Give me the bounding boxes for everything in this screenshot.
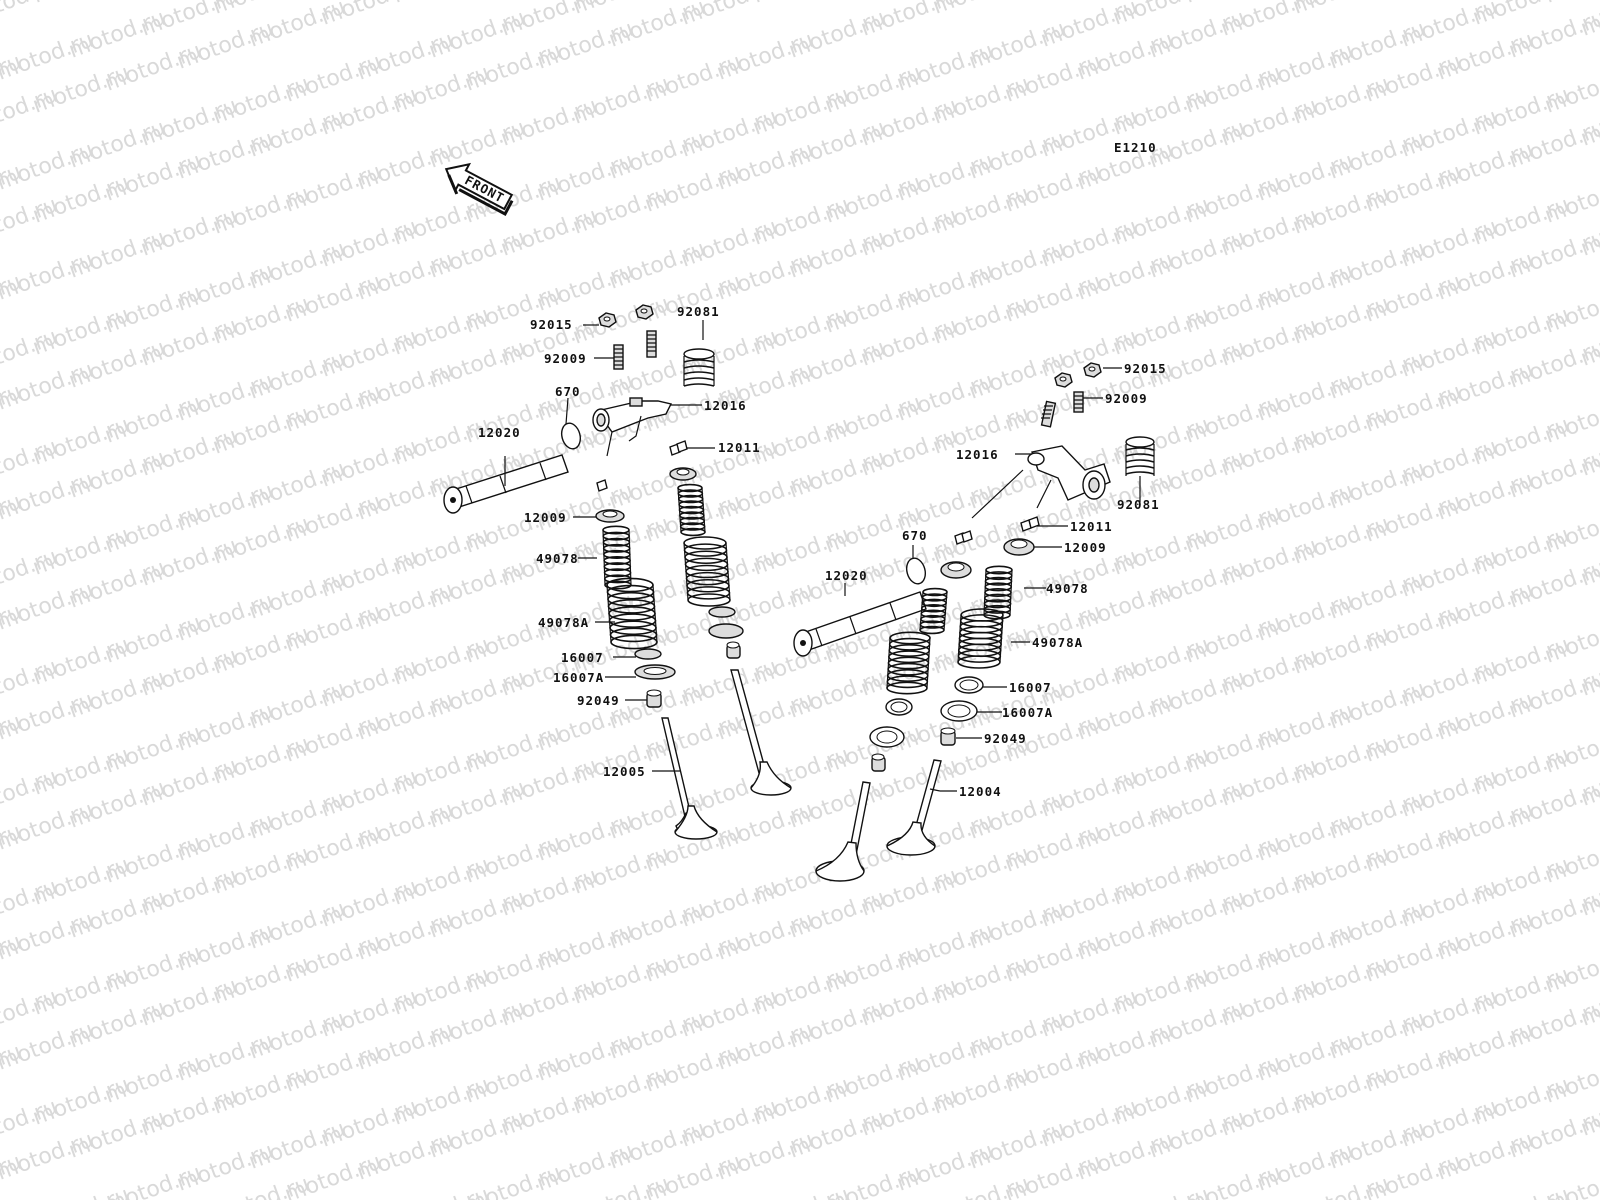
spring-retainer-right-b bbox=[1003, 538, 1035, 556]
oil-seal-left-a bbox=[646, 689, 662, 708]
rocker-shaft-left bbox=[443, 454, 569, 514]
adjuster-nut-right-a bbox=[1083, 362, 1102, 378]
watermark-text: motod.ru bbox=[1290, 0, 1393, 20]
label-16007-left: 16007 bbox=[561, 650, 604, 665]
label-92081-right: 92081 bbox=[1117, 497, 1160, 512]
rocker-spring-right bbox=[1125, 436, 1155, 476]
outer-spring-right-a bbox=[886, 631, 931, 695]
oil-seal-left-b bbox=[726, 641, 741, 659]
collets-right bbox=[954, 516, 1040, 545]
intake-valve-middle bbox=[815, 781, 871, 882]
spring-seat-left-d bbox=[708, 623, 744, 639]
label-92015-left: 92015 bbox=[530, 317, 573, 332]
adjuster-screw-left-b bbox=[646, 330, 657, 358]
label-92009-right: 92009 bbox=[1105, 391, 1148, 406]
label-49078A-right: 49078A bbox=[1032, 635, 1083, 650]
label-12016-right: 12016 bbox=[956, 447, 999, 462]
label-92015-right: 92015 bbox=[1124, 361, 1167, 376]
watermark-text: motod.ru bbox=[750, 0, 853, 9]
o-ring-left bbox=[560, 422, 582, 450]
rocker-shaft-right bbox=[793, 591, 927, 657]
label-12011-left: 12011 bbox=[718, 440, 761, 455]
oil-seal-right-b bbox=[871, 753, 886, 772]
watermark-text: motod.ru bbox=[30, 0, 133, 9]
label-12009-right: 12009 bbox=[1064, 540, 1107, 555]
label-670-left: 670 bbox=[555, 384, 581, 399]
leader-lines bbox=[504, 320, 1141, 792]
spring-retainer-right-a bbox=[940, 561, 972, 579]
inner-spring-left-a bbox=[602, 525, 632, 590]
exhaust-valve-middle bbox=[730, 669, 792, 796]
spring-retainer-left-a bbox=[595, 509, 625, 523]
o-ring-right bbox=[905, 557, 927, 585]
label-12016-left: 12016 bbox=[704, 398, 747, 413]
inner-spring-left-b bbox=[677, 483, 706, 537]
part-number-labels: 92015 92081 92009 670 12016 12020 12011 … bbox=[478, 304, 1167, 799]
outer-spring-left-a bbox=[606, 577, 658, 650]
label-49078A-left: 49078A bbox=[538, 615, 589, 630]
spring-seat-left-c bbox=[708, 606, 736, 618]
left-valve-assembly bbox=[443, 304, 792, 840]
watermark-text: motod.ru bbox=[1542, 0, 1600, 9]
label-92081-left: 92081 bbox=[677, 304, 720, 319]
diagram-code: E1210 bbox=[1114, 140, 1157, 155]
watermark-text: motod.ru bbox=[930, 0, 1033, 20]
adjuster-nut-right-b bbox=[1054, 372, 1073, 388]
watermark-text: motod.ru bbox=[0, 0, 61, 31]
label-12020-right: 12020 bbox=[825, 568, 868, 583]
label-16007A-right: 16007A bbox=[1002, 705, 1053, 720]
right-valve-assembly bbox=[793, 362, 1155, 882]
label-49078-left: 49078 bbox=[536, 551, 579, 566]
label-92009-left: 92009 bbox=[544, 351, 587, 366]
label-16007-right: 16007 bbox=[1009, 680, 1052, 695]
rocker-spring-left bbox=[683, 348, 715, 387]
exhaust-valve-left bbox=[661, 717, 718, 840]
adjuster-screw-right-a bbox=[1040, 400, 1057, 428]
adjuster-screw-left-a bbox=[613, 344, 624, 370]
label-12004-right: 12004 bbox=[959, 784, 1002, 799]
label-670-right: 670 bbox=[902, 528, 928, 543]
intake-valve-right bbox=[886, 759, 942, 856]
label-12020-left: 12020 bbox=[478, 425, 521, 440]
rocker-arm-right bbox=[971, 445, 1111, 519]
label-92049-left: 92049 bbox=[577, 693, 620, 708]
label-16007A-left: 16007A bbox=[553, 670, 604, 685]
watermark-text: motod.ru bbox=[1542, 1161, 1600, 1200]
outer-spring-right-b bbox=[957, 608, 1004, 669]
inner-spring-right-a bbox=[919, 587, 948, 635]
adjuster-nut-left-a bbox=[598, 312, 617, 328]
spring-seat-left-a bbox=[634, 648, 662, 660]
adjuster-nut-left-b bbox=[635, 304, 654, 320]
adjuster-screw-right-b bbox=[1073, 391, 1084, 413]
outer-spring-left-b bbox=[683, 536, 731, 607]
label-49078-right: 49078 bbox=[1046, 581, 1089, 596]
label-12005-left: 12005 bbox=[603, 764, 646, 779]
watermark-text: motod.ru bbox=[390, 0, 493, 9]
label-12011-right: 12011 bbox=[1070, 519, 1113, 534]
spring-retainer-left-b bbox=[669, 467, 697, 481]
label-12009-left: 12009 bbox=[524, 510, 567, 525]
rocker-arm-left bbox=[592, 397, 673, 457]
label-92049-right: 92049 bbox=[984, 731, 1027, 746]
oil-seal-right-a bbox=[940, 727, 956, 746]
collets-left bbox=[596, 440, 688, 492]
